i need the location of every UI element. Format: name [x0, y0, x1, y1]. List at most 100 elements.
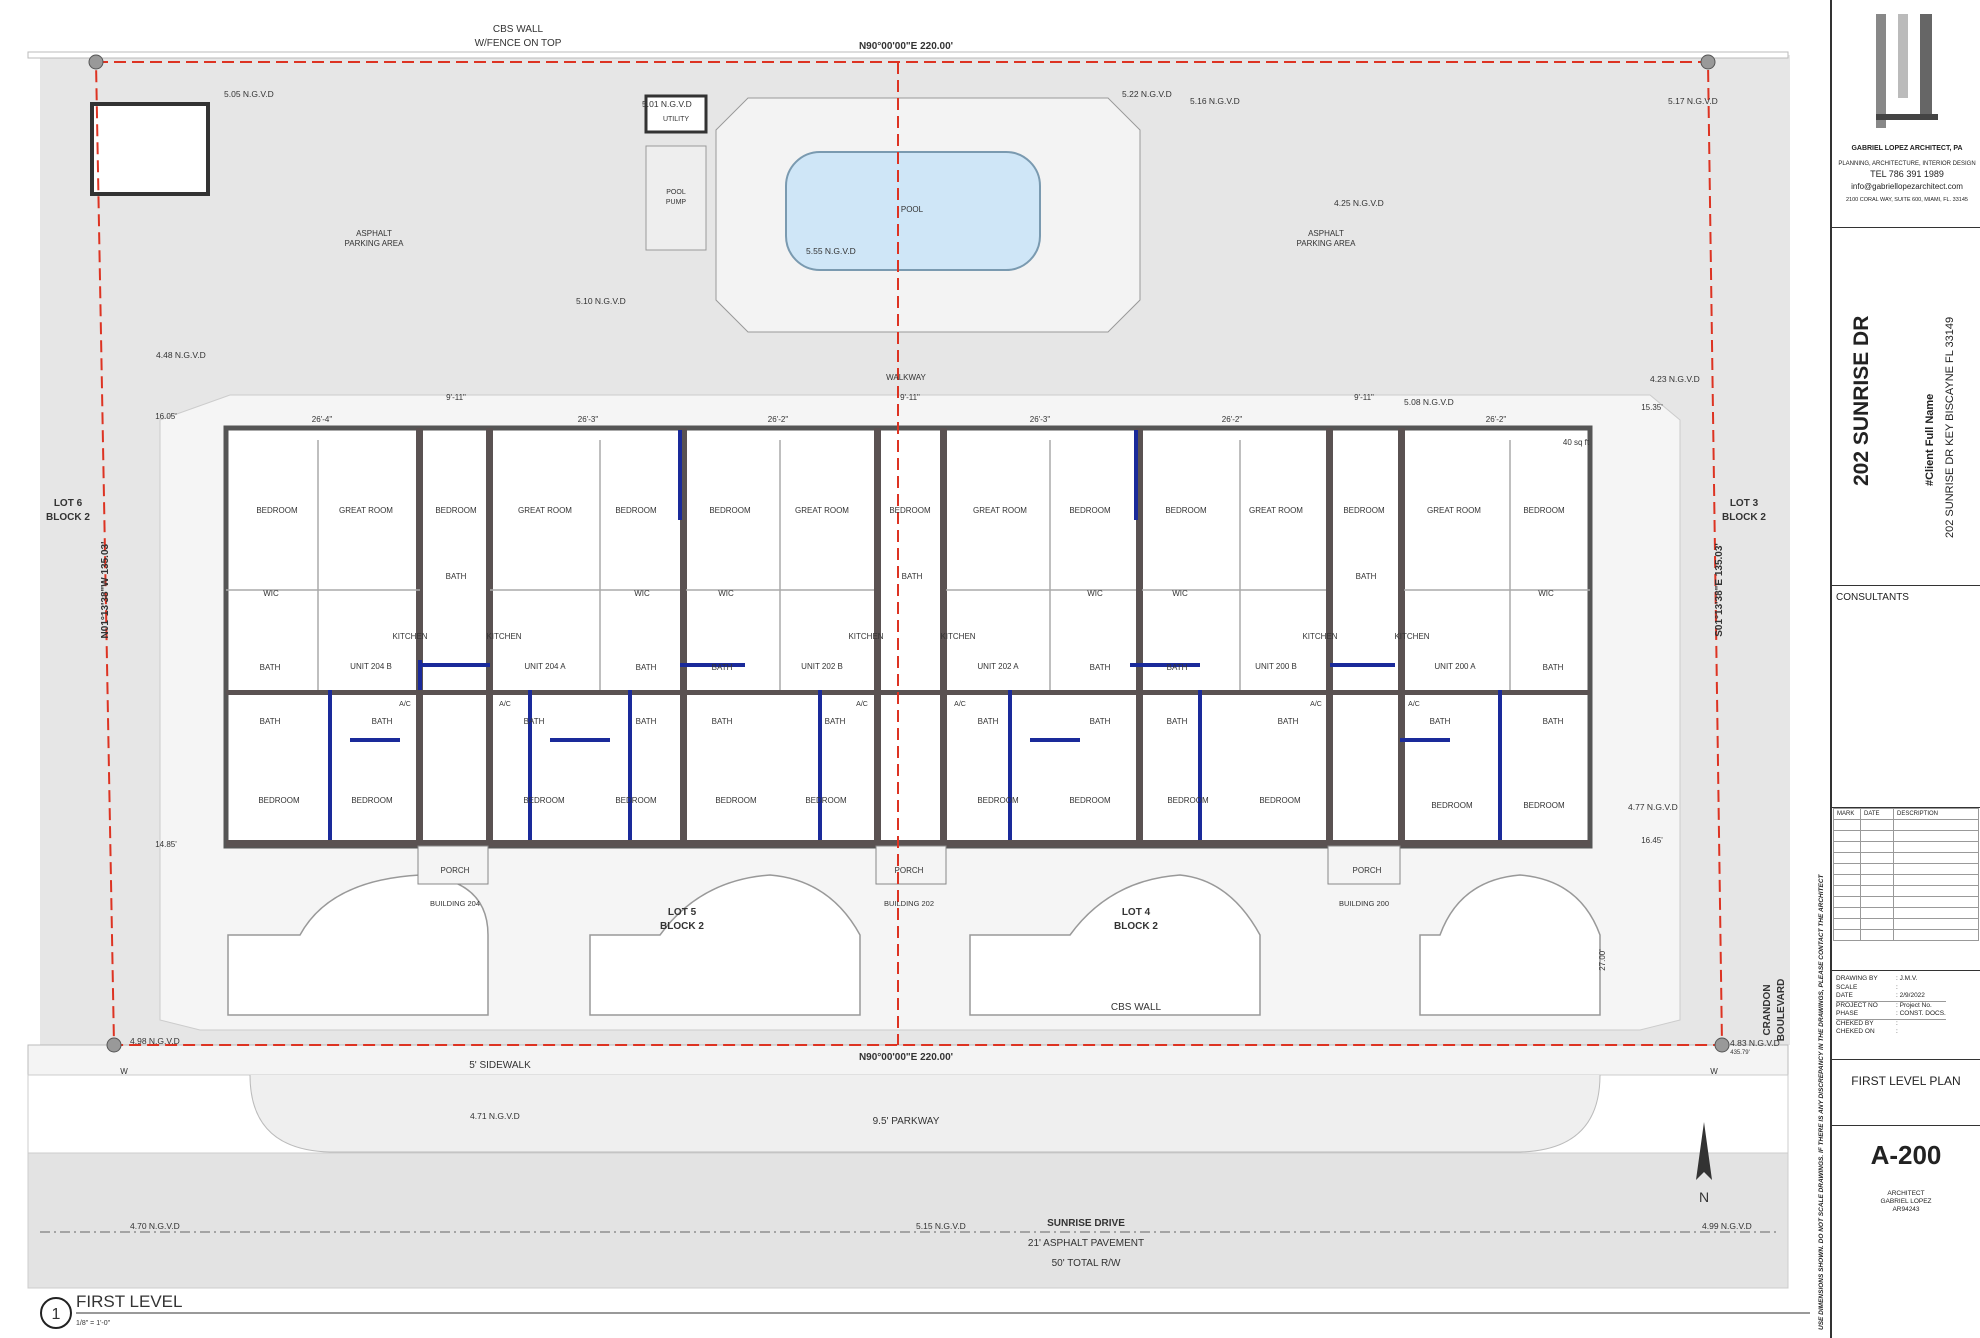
room-wic: WIC	[1172, 589, 1188, 598]
setback-dim-4: 16.45'	[1641, 836, 1663, 845]
south-bearing: N90°00'00"E 220.00'	[859, 1052, 953, 1063]
drawing-info-block: DRAWING BY: J.M.V. SCALE: DATE: 2/9/2022…	[1832, 970, 1980, 1060]
room-bath: BATH	[446, 572, 467, 581]
unit-label: UNIT 204 A	[524, 662, 566, 671]
room-bedroom: BEDROOM	[1069, 506, 1111, 515]
info-value: :	[1896, 983, 1898, 991]
lot-3-block-label: BLOCK 2	[1722, 512, 1766, 523]
revision-table: MARK DATE DESCRIPTION	[1833, 808, 1979, 941]
dim-top-6: 26'-3"	[1030, 415, 1051, 424]
room-ac: A/C	[399, 701, 411, 708]
elevation-16: 4.70 N.G.V.D	[130, 1221, 180, 1231]
rev-header-mark: MARK	[1833, 808, 1861, 820]
room-bedroom: BEDROOM	[256, 506, 298, 515]
boulevard-label: BOULEVARD	[1776, 979, 1787, 1042]
cbs-wall-label: CBS WALL	[1111, 1002, 1162, 1013]
site-floor-plan: CBS WALL W/FENCE ON TOP N90°00'00"E 220.…	[27, 24, 1810, 1329]
setback-dim-5: 27.00'	[1598, 949, 1607, 971]
setback-dim-1: 16.05'	[155, 412, 177, 421]
firm-address: 2100 CORAL WAY, SUITE 600, MIAMI, FL. 33…	[1846, 197, 1968, 203]
room-bedroom: BEDROOM	[977, 796, 1019, 805]
elevation-5: 5.17 N.G.V.D	[1668, 96, 1718, 106]
sheet-number-block: A-200	[1832, 1126, 1980, 1190]
info-value: : J.M.V.	[1896, 975, 1918, 982]
room-bedroom: BEDROOM	[889, 506, 931, 515]
view-scale: 1/8" = 1'-0"	[76, 1320, 111, 1327]
room-bath: BATH	[1356, 572, 1377, 581]
unit-label: UNIT 202 A	[977, 662, 1019, 671]
room-bedroom: BEDROOM	[258, 796, 300, 805]
room-bath: BATH	[260, 717, 281, 726]
room-bedroom: BEDROOM	[615, 796, 657, 805]
room-bedroom: BEDROOM	[715, 796, 757, 805]
room-bath: BATH	[1543, 717, 1564, 726]
street-pavement: 21' ASPHALT PAVEMENT	[1028, 1238, 1144, 1249]
room-bedroom: BEDROOM	[1165, 506, 1207, 515]
utility-label: UTILITY	[663, 116, 689, 123]
east-bearing: S01°13'38"E 135.03'	[1714, 543, 1725, 637]
room-bedroom: BEDROOM	[435, 506, 477, 515]
wall-mark-east: W	[1710, 1067, 1718, 1076]
disclaimer-note: USE DIMENSIONS SHOWN. DO NOT SCALE DRAWI…	[1818, 874, 1825, 1330]
firm-email: info@gabriellopezarchitect.com	[1851, 182, 1963, 191]
room-wic: WIC	[718, 589, 734, 598]
project-name: 202 SUNRISE DR	[1850, 315, 1873, 486]
elevation-3: 5.22 N.G.V.D	[1122, 89, 1172, 99]
north-arrow-label: N	[1699, 1189, 1709, 1205]
building-204-label: BUILDING 204	[430, 899, 480, 908]
top-wall-label: CBS WALL	[493, 24, 544, 35]
porch-label: PORCH	[895, 866, 924, 875]
room-bedroom: BEDROOM	[1431, 801, 1473, 810]
lot-5-label: LOT 5	[668, 907, 697, 918]
parking-left-label: ASPHALT	[356, 229, 392, 238]
info-label: CHEKED BY	[1836, 1019, 1874, 1027]
rev-header-description: DESCRIPTION	[1893, 808, 1979, 820]
room-bath: BATH	[825, 717, 846, 726]
room-bedroom: BEDROOM	[1167, 796, 1209, 805]
room-kitchen: KITCHEN	[940, 632, 975, 641]
room-great-room: GREAT ROOM	[339, 506, 393, 515]
building-200-label: BUILDING 200	[1339, 899, 1389, 908]
room-bedroom: BEDROOM	[805, 796, 847, 805]
room-bath: BATH	[712, 717, 733, 726]
west-bearing: N01°13'38"W 135.03'	[100, 542, 111, 639]
dim-top-1: 26'-4"	[312, 415, 333, 424]
walkway-label: WALKWAY	[886, 373, 926, 382]
room-great-room: GREAT ROOM	[973, 506, 1027, 515]
firm-logo-icon	[1876, 14, 1938, 128]
dim-top-5: 9'-11"	[900, 393, 920, 402]
info-label: DRAWING BY	[1836, 975, 1878, 982]
room-bath: BATH	[1543, 663, 1564, 672]
pool-label: POOL	[901, 205, 924, 214]
firm-name: GABRIEL LOPEZ ARCHITECT, PA	[1851, 145, 1963, 152]
sheet-title-block: FIRST LEVEL PLAN	[1832, 1060, 1980, 1126]
client-address: 202 SUNRISE DR KEY BISCAYNE FL 33149	[1944, 316, 1956, 538]
room-bedroom: BEDROOM	[1259, 796, 1301, 805]
elevation-6: 4.25 N.G.V.D	[1334, 198, 1384, 208]
north-bearing: N90°00'00"E 220.00'	[859, 41, 953, 52]
lot-4-label: LOT 4	[1122, 907, 1151, 918]
room-bath: BATH	[902, 572, 923, 581]
dim-top-2: 9'-11"	[446, 393, 466, 402]
room-bath: BATH	[978, 717, 999, 726]
dim-top-4: 26'-2"	[768, 415, 789, 424]
room-bath: BATH	[1278, 717, 1299, 726]
view-number-bubble	[40, 1297, 72, 1329]
room-bedroom: BEDROOM	[1343, 506, 1385, 515]
room-bath: BATH	[636, 663, 657, 672]
room-wic: WIC	[1087, 589, 1103, 598]
firm-block: GABRIEL LOPEZ ARCHITECT, PA PLANNING, AR…	[1832, 0, 1980, 228]
setback-dim-6: 435.79'	[1730, 1050, 1750, 1056]
info-label: CHEKED ON	[1836, 1028, 1875, 1035]
room-bedroom: BEDROOM	[523, 796, 565, 805]
sheet-number: A-200	[1870, 1140, 1942, 1170]
elevation-4: 5.16 N.G.V.D	[1190, 96, 1240, 106]
elevation-13: 4.98 N.G.V.D	[130, 1036, 180, 1046]
room-bath: BATH	[372, 717, 393, 726]
info-label: PHASE	[1836, 1010, 1859, 1017]
lot-4-block-label: BLOCK 2	[1114, 921, 1158, 932]
room-bath: BATH	[1090, 717, 1111, 726]
room-wic: WIC	[634, 589, 650, 598]
room-kitchen: KITCHEN	[848, 632, 883, 641]
room-bath: BATH	[1430, 717, 1451, 726]
